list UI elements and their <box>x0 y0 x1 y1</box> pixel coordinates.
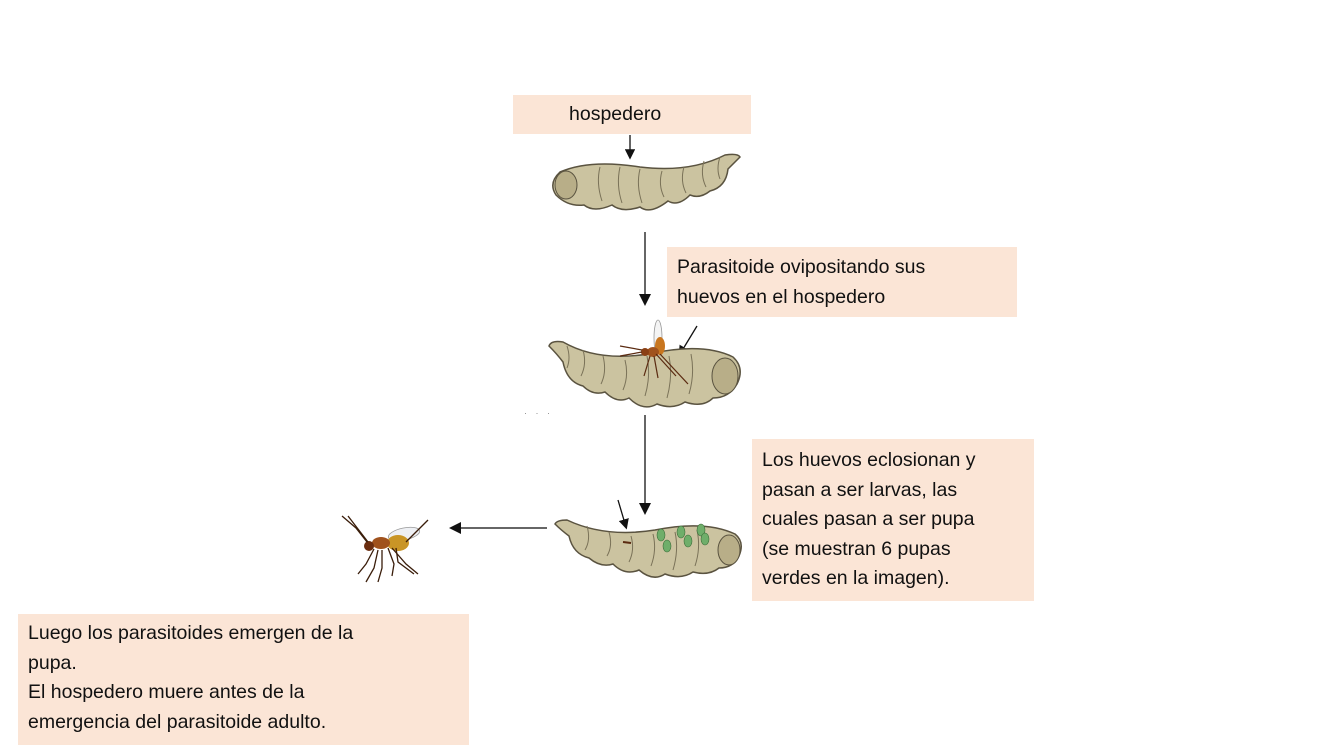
parasitized-larva <box>548 319 741 408</box>
oviposition-line-1: Parasitoide ovipositando sus <box>677 256 926 278</box>
host-label: hospedero <box>569 103 662 125</box>
hatching-line-2: pasan a ser larvas, las <box>762 478 958 501</box>
hatching-line-1: Los huevos eclosionan y <box>762 449 976 471</box>
host-larva <box>552 153 741 211</box>
arrow-egg <box>617 499 629 530</box>
ovipositing-wasp <box>619 319 689 385</box>
hatching-label-box: Los huevos eclosionan y pasan a ser larv… <box>752 439 1034 601</box>
emergence-line-2: pupa. <box>28 651 77 674</box>
emergence-line-4: emergencia del parasitoide adulto. <box>28 710 327 733</box>
hatching-line-5: verdes en la imagen). <box>762 567 950 589</box>
stray-dots: · · · <box>524 408 553 418</box>
emergence-line-3: El hospedero muere antes de la <box>28 681 305 703</box>
larva-with-pupae <box>554 519 742 578</box>
host-label-box: hospedero <box>513 95 751 134</box>
hatching-line-3: cuales pasan a ser pupa <box>762 508 975 530</box>
hatching-line-4: (se muestran 6 pupas <box>762 537 951 560</box>
green-pupae <box>656 523 710 553</box>
emergence-label-box: Luego los parasitoides emergen de la pup… <box>18 614 469 745</box>
emergence-line-1: Luego los parasitoides emergen de la <box>28 622 354 644</box>
oviposition-label-box: Parasitoide ovipositando sus huevos en e… <box>667 247 1017 317</box>
oviposition-line-2: huevos en el hospedero <box>677 285 886 308</box>
adult-parasitoid-wasp <box>341 515 429 583</box>
egg-mark <box>622 541 632 544</box>
